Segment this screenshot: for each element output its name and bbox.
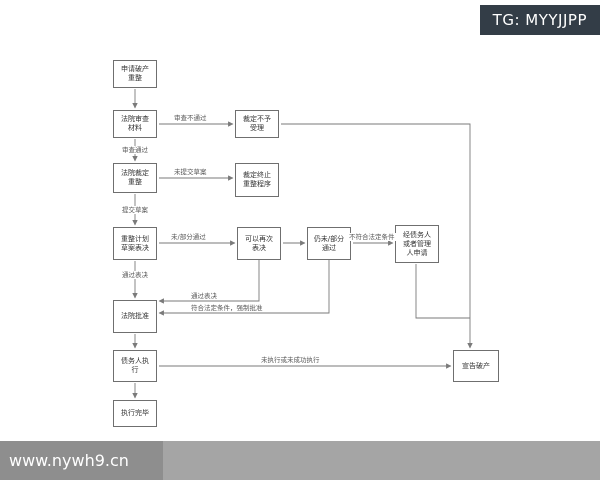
node-declare-bankruptcy: 宣告破产	[453, 350, 499, 382]
edge-label-forced-approval: 符合法定条件，强制批准	[190, 304, 264, 312]
node-ruling-not-accept: 裁定不予受理	[235, 110, 279, 138]
node-debtor-admin-application: 经债务人或者管理人申请	[395, 225, 439, 263]
edge-label-review-pass: 审查通过	[121, 146, 149, 154]
edge-label-vote-passed: 通过表决	[121, 271, 149, 279]
node-court-review-materials: 法院审查材料	[113, 110, 157, 138]
edge-label-not-passed: 未/部分通过	[170, 233, 207, 241]
edge-label-review-fail: 审查不通过	[173, 114, 208, 122]
edge-revote-approve	[158, 260, 260, 304]
node-ruling-terminate: 裁定终止重整程序	[235, 163, 279, 197]
node-court-ruling-reorg: 法院裁定重整	[113, 163, 157, 193]
edge-label-no-draft: 未提交草案	[173, 168, 208, 176]
edge-label-submit-draft: 提交草案	[121, 206, 149, 214]
node-draft-plan-vote: 重整计划草案表决	[113, 227, 157, 260]
node-execution-complete: 执行完毕	[113, 400, 157, 427]
node-still-not-passed: 仍未/部分通过	[307, 227, 351, 260]
node-revote: 可以再次表决	[237, 227, 281, 260]
edge-reject-declare	[281, 123, 473, 349]
edge-label-revote-passed: 通过表决	[190, 292, 218, 300]
watermark-tg-text: TG: MYYJJPP	[492, 11, 587, 29]
bottom-bar: www.nywh9.cn	[0, 441, 600, 480]
node-apply-reorganization: 申请破产重整	[113, 60, 157, 88]
edge-stillfail-approve	[158, 260, 330, 316]
node-debtor-execution: 债务人执行	[113, 350, 157, 382]
watermark-site: www.nywh9.cn	[0, 441, 163, 480]
edge-application-declare	[415, 264, 470, 319]
watermark-tg-badge: TG: MYYJJPP	[479, 5, 600, 35]
edge-label-not-executed: 未执行或未成功执行	[260, 356, 321, 364]
edge-label-not-legal: 不符合法定条件	[348, 233, 396, 241]
watermark-site-text: www.nywh9.cn	[9, 451, 129, 470]
node-court-approval: 法院批准	[113, 300, 157, 333]
